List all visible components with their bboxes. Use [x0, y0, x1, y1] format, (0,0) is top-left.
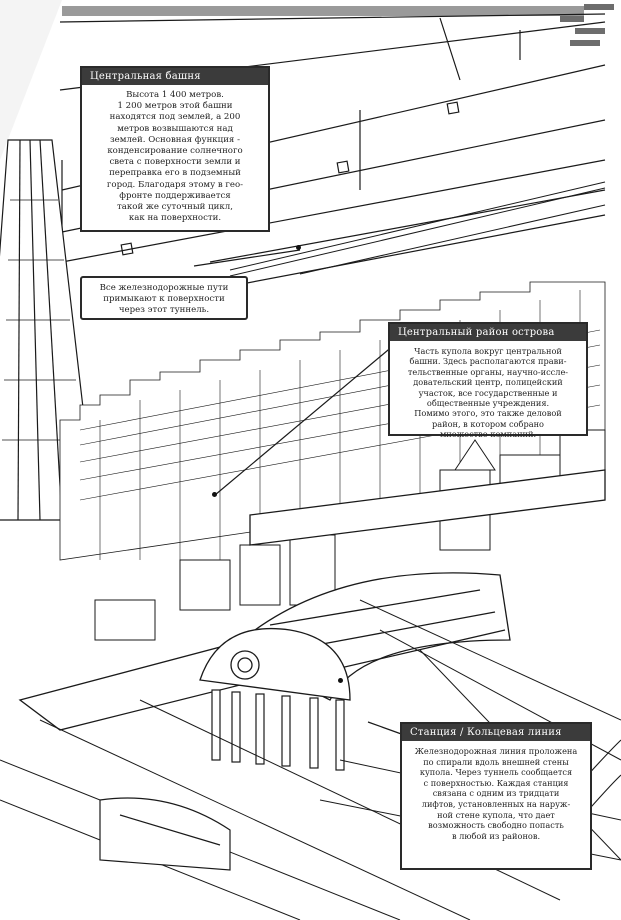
top-gray-band [62, 6, 584, 16]
tunnel-marker-dot [296, 245, 301, 250]
train [99, 797, 231, 871]
page-top-left-cutout [0, 0, 62, 160]
callout-title: Станция / Кольцевая линия [402, 724, 590, 741]
ceiling-windows [120, 101, 460, 256]
callout-central-tower: Центральная башня Высота 1 400 метров. 1… [80, 66, 270, 232]
callout-text: Железнодорожная линия проложена по спира… [414, 746, 578, 841]
callout-title: Центральная башня [82, 68, 268, 85]
station-marker-dot [338, 678, 343, 683]
tower-bands [2, 199, 84, 441]
callout-central-district: Центральный район острова Часть купола в… [388, 322, 588, 439]
callout-text: Часть купола вокруг центральной башни. З… [407, 346, 569, 440]
callout-station-ring-line: Станция / Кольцевая линия Железнодорожна… [400, 722, 592, 870]
station-arch [199, 627, 351, 701]
top-right-hatch [560, 4, 614, 46]
district-marker-dot [212, 492, 217, 497]
station-pillars [211, 689, 345, 771]
callout-tunnel: Все железнодорожные пути примыкают к пов… [80, 276, 248, 320]
callout-title: Центральный район острова [390, 324, 586, 341]
callout-text: Высота 1 400 метров. 1 200 метров этой б… [106, 90, 244, 224]
tunnel-track [229, 181, 606, 277]
callout-text: Все железнодорожные пути примыкают к пов… [99, 283, 229, 316]
